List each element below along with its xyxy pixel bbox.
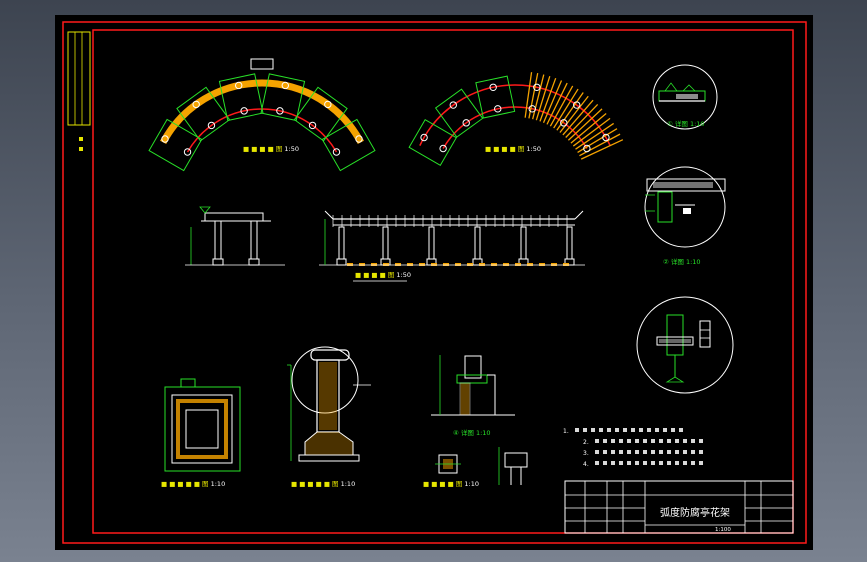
plan-view-1 [148, 58, 376, 172]
detail-4-label: ④ 详图 1:10 [453, 428, 491, 437]
drawing-scale: 1:100 [715, 527, 731, 533]
notes-block: 1. 2. 3. 4. [563, 428, 703, 468]
inner-frame [92, 29, 794, 534]
detail-circle-2 [644, 166, 726, 248]
bottom-2-label: ■ ■ ■ ■ ■ 图 1:10 [291, 480, 355, 488]
small-detail-b [498, 447, 528, 485]
elevation-label: ■ ■ ■ ■ 图 1:50 [355, 271, 411, 279]
drawing-title: 弧度防腐亭花架 [660, 506, 730, 519]
column-section [287, 346, 371, 462]
bottom-1-label: ■ ■ ■ ■ ■ 图 1:10 [161, 480, 225, 488]
detail-4-bracket [431, 355, 515, 416]
drawing-sheet: ■ ■ ■ ■ 图 1:50 ■ ■ ■ ■ 图 1:50 ■ ■ ■ ■ 图 … [55, 15, 813, 550]
note-line: 3. [583, 450, 589, 457]
detail-1-label: ① 详图 1:10 [667, 119, 705, 128]
bottom-3-label: ■ ■ ■ ■ 图 1:10 [423, 480, 479, 488]
plan-2-label: ■ ■ ■ ■ 图 1:50 [485, 145, 541, 153]
note-line: 2. [583, 439, 589, 446]
plan-view-2 [408, 72, 624, 167]
detail-2-label: ② 详图 1:10 [663, 257, 701, 266]
binding-strip [67, 31, 91, 151]
cad-drawing: ■ ■ ■ ■ 图 1:50 ■ ■ ■ ■ 图 1:50 ■ ■ ■ ■ 图 … [62, 21, 807, 544]
note-line: 4. [583, 461, 589, 468]
plan-1-label: ■ ■ ■ ■ 图 1:50 [243, 145, 299, 153]
detail-circle-3 [636, 296, 734, 394]
outer-frame [62, 21, 807, 544]
detail-circle-1 [652, 64, 718, 130]
note-line: 1. [563, 428, 569, 435]
footing-plan [164, 378, 241, 472]
small-detail-a [435, 454, 461, 474]
elevation-view [185, 206, 585, 266]
title-block [564, 480, 794, 534]
